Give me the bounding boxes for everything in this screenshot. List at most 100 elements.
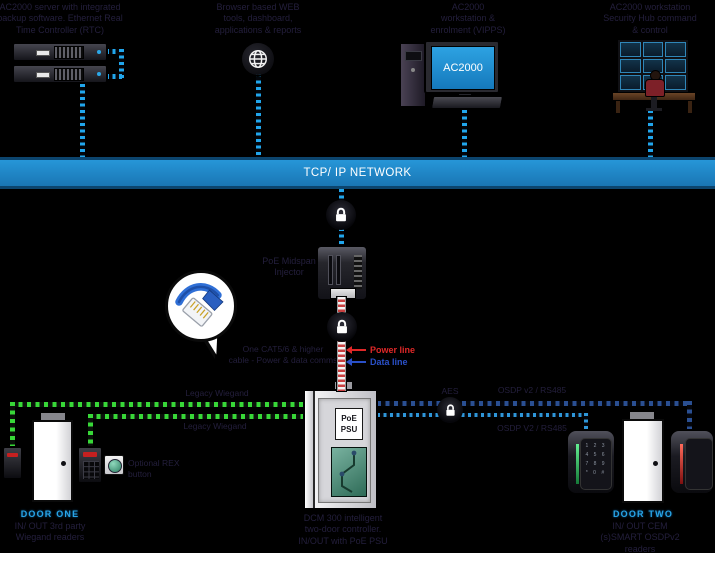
- padlock-icon: [327, 312, 357, 342]
- video-wall-screen: [620, 75, 641, 90]
- desk-leg: [616, 100, 620, 113]
- injector-vents: [354, 255, 362, 289]
- poe-power-data-cable: [336, 296, 347, 392]
- wiegand-keypad-reader-in: [77, 446, 103, 484]
- poe-psu-module: PoE PSU: [335, 408, 363, 440]
- server-vents: [54, 46, 84, 59]
- reader-led-red: [680, 444, 683, 484]
- operator-chair: [651, 95, 657, 109]
- reader-led-green: [576, 444, 579, 484]
- door-two-label: DOOR TWO: [612, 509, 674, 519]
- workstation-monitor: AC2000: [424, 40, 500, 94]
- power-line-callout: Power line: [346, 345, 416, 355]
- workstation-tower: [399, 42, 427, 108]
- globe-icon: [242, 43, 274, 75]
- door-one-caption: IN/ OUT 3rd party Wiegand readers: [14, 521, 86, 543]
- injector-slot: [328, 255, 333, 285]
- power-line-label: Power line: [370, 345, 416, 355]
- wiegand-cable: [10, 402, 15, 448]
- operator-figure: [645, 79, 665, 97]
- osdp-label-top: OSDP v2 / RS485: [497, 385, 567, 395]
- video-wall-screen: [665, 75, 686, 90]
- page-bottom-edge: [0, 553, 715, 561]
- server-vents: [54, 68, 84, 81]
- video-wall-screen: [665, 58, 686, 74]
- reader-led: [7, 453, 18, 457]
- padlock-icon: [326, 200, 356, 230]
- tower-power-button: [411, 68, 415, 72]
- osdp-cable-2: [377, 413, 589, 417]
- video-wall-screen: [620, 42, 641, 57]
- tower-drive-slot: [405, 51, 422, 61]
- server-lcd: [36, 72, 50, 78]
- rex-button-cap: [108, 459, 122, 473]
- osdp-keypad-reader-in: 1 2 3 4 5 6 7 8 9 * 0 #: [566, 429, 616, 495]
- door-handle: [653, 461, 658, 466]
- reader-led: [83, 452, 97, 457]
- cat5-cable-note: One CAT5/6 & higher cable - Power & data…: [228, 344, 338, 365]
- server-led: [97, 72, 101, 76]
- wiegand-reader-out: [2, 446, 23, 480]
- tcp-ip-network-label: TCP/ IP NETWORK: [303, 167, 412, 179]
- injector-slot: [336, 255, 341, 285]
- rex-button: [104, 455, 124, 475]
- tcp-ip-network-bar: TCP/ IP NETWORK: [0, 157, 715, 189]
- keypad-keys: 1 2 3 4 5 6 7 8 9 * 0 #: [585, 443, 607, 476]
- cabinet-door-edge: [305, 391, 315, 508]
- osdp-cable: [687, 401, 692, 431]
- workstation-keyboard: [429, 95, 505, 110]
- server-led: [97, 50, 101, 54]
- osdp-cable: [377, 401, 692, 406]
- data-line-label: Data line: [370, 357, 408, 367]
- web-tools-caption: Browser based WEB tools, dashboard, appl…: [214, 2, 302, 35]
- padlock-icon: [437, 397, 463, 423]
- video-wall-screen: [642, 42, 664, 57]
- server-loop-cable: [106, 74, 122, 79]
- door-one-label: DOOR ONE: [20, 509, 80, 519]
- desk-leg: [688, 100, 692, 113]
- server-caption: AC2000 server with integrated backup sof…: [0, 2, 123, 35]
- aes-label: AES: [441, 386, 459, 396]
- controller-circuit-board: [331, 447, 367, 497]
- videowall-caption: AC2000 workstation Security Hub command …: [603, 2, 697, 35]
- controller-caption: DCM 300 intelligent two-door controller.…: [298, 513, 388, 546]
- reader-panel: [685, 438, 713, 490]
- wiegand-cable: [10, 402, 304, 407]
- power-line-arrow-icon: [346, 346, 366, 354]
- server-network-cable: [80, 84, 85, 157]
- data-line-callout: Data line: [346, 357, 408, 367]
- poe-midspan-injector: [316, 245, 368, 301]
- web-network-cable: [256, 74, 261, 157]
- videowall-network-cable: [648, 110, 653, 157]
- osdp-cable-2: [584, 413, 588, 431]
- operator-chair-base: [646, 108, 662, 111]
- door-one: [32, 420, 73, 502]
- door-controller-cabinet: PoE PSU: [303, 389, 378, 510]
- rack-server-unit-1: [12, 42, 108, 62]
- door-two-caption: IN/ OUT CEM (s)SMART OSDPv2 readers: [600, 521, 680, 554]
- monitor-screen: AC2000: [431, 46, 495, 90]
- injector-caption: PoE Midspan Injector: [262, 256, 316, 278]
- osdp-reader-out: [669, 429, 715, 495]
- server-loop-cable: [119, 49, 124, 79]
- door-handle: [61, 461, 66, 466]
- reader-panel: [580, 438, 612, 490]
- keypad-grid: [83, 461, 99, 479]
- legacy-wiegand-label-top: Legacy Wiegand: [185, 388, 249, 398]
- wiegand-cable: [88, 414, 304, 419]
- door-two: [622, 419, 664, 503]
- video-wall-screen: [665, 42, 686, 57]
- rj45-connector-icon: [175, 283, 224, 327]
- legacy-wiegand-label-bottom: Legacy Wiegand: [183, 421, 247, 431]
- server-lcd: [36, 50, 50, 56]
- rack-server-unit-2: [12, 64, 108, 84]
- wiegand-cable: [88, 414, 93, 448]
- rj45-speech-bubble: [165, 270, 237, 342]
- data-line-arrow-icon: [346, 358, 366, 366]
- workstation-caption: AC2000 workstation & enrolment (VIPPS): [430, 2, 506, 35]
- rex-caption: Optional REX button: [128, 458, 180, 479]
- server-loop-cable: [106, 49, 122, 54]
- video-wall-screen: [620, 58, 641, 74]
- workstation-network-cable: [462, 110, 467, 157]
